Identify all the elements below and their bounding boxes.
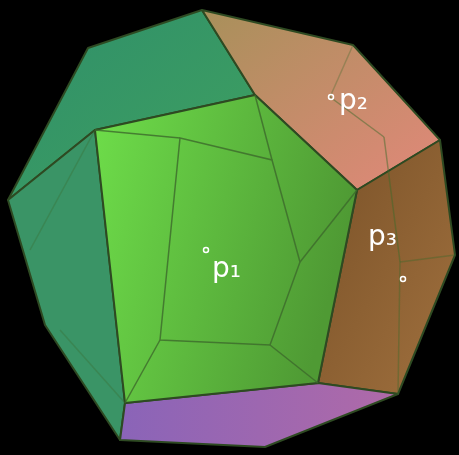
point-dot	[204, 248, 209, 253]
point-markers	[204, 95, 406, 282]
point-dot	[329, 95, 334, 100]
face-front	[95, 95, 357, 403]
back-face	[160, 138, 300, 345]
point-dot	[401, 277, 406, 282]
point-label: p₁	[212, 254, 241, 282]
point-label: p₂	[339, 86, 368, 114]
dodecahedron-faces	[8, 10, 455, 447]
hidden-edges	[30, 45, 455, 403]
point-label: p₃	[368, 222, 397, 250]
